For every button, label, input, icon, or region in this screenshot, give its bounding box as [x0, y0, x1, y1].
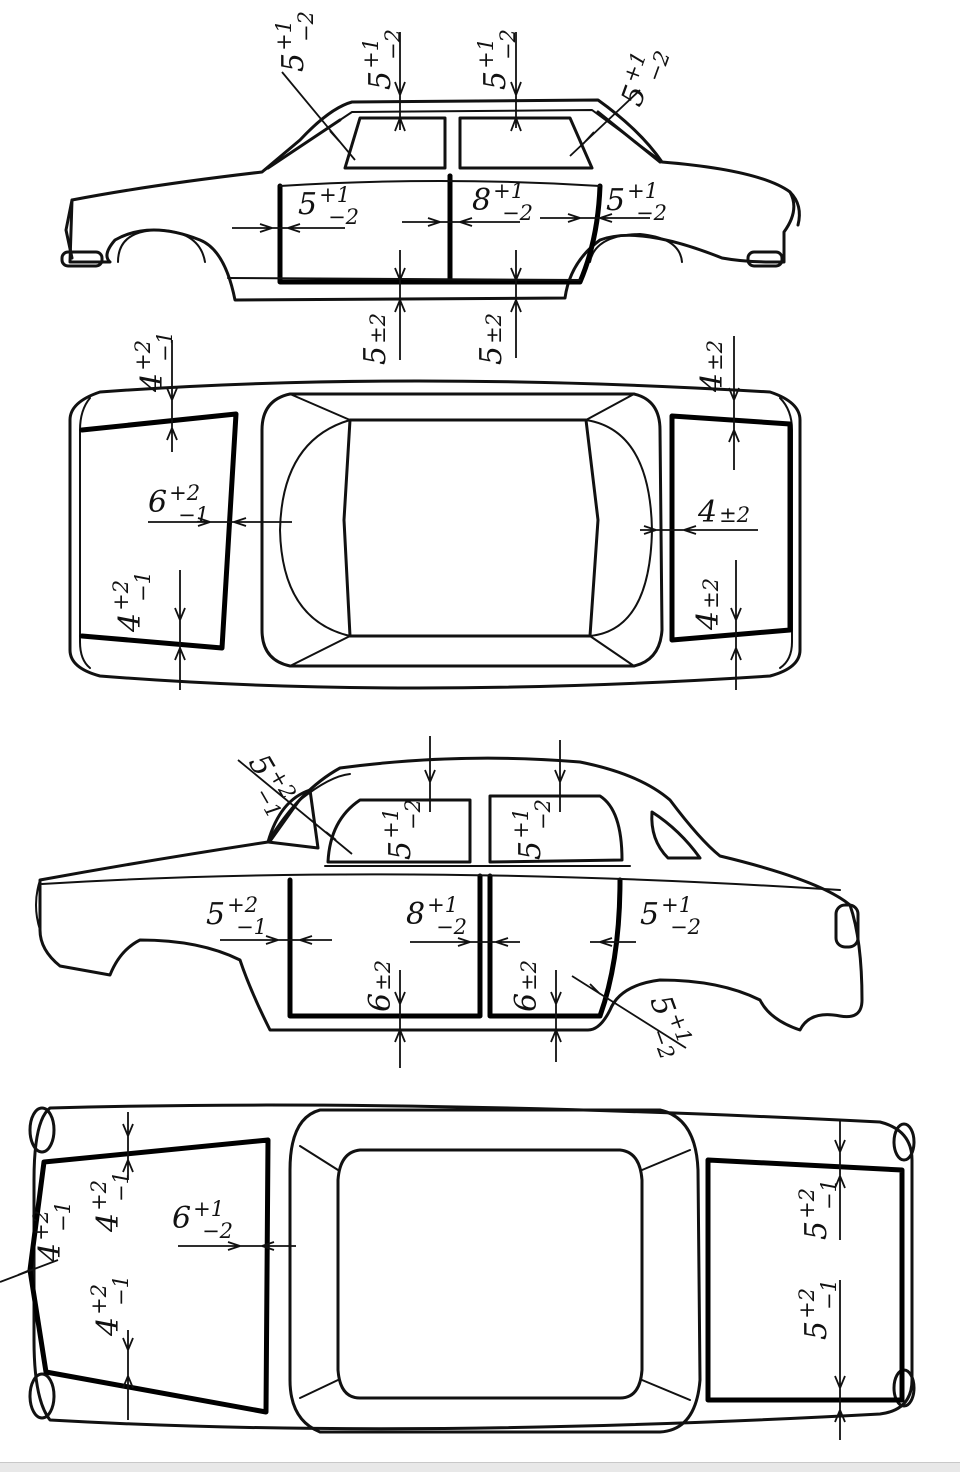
classic-side-front-door-outline	[287, 873, 483, 1019]
sedan-top-callout-1: 4+2−1	[131, 331, 177, 393]
classic-side-callout-8: 6±2	[509, 960, 544, 1012]
classic-side-body-outline	[38, 756, 864, 1032]
sedan-top-body-outline	[68, 379, 802, 690]
sedan-side-belt-line	[279, 180, 601, 187]
sedan-side-callout-6: 8+1−2	[472, 179, 533, 225]
classic-side-callout-5: 8+1−2	[406, 893, 467, 939]
classic-side-callout-1: 5+2−1	[235, 747, 305, 823]
classic-top-rear-left-light	[892, 1122, 916, 1162]
classic-side-quarter-window	[650, 810, 702, 860]
classic-top-cabin-outline	[288, 1108, 702, 1434]
classic-side-rear-light	[834, 903, 860, 949]
sedan-top-pillars	[289, 393, 635, 667]
classic-side-callout-3: 5+1−2	[509, 799, 555, 860]
classic-top-callout-4: 6+1−2	[172, 1197, 233, 1243]
classic-side-callout-6: 5+1−2	[640, 893, 701, 939]
sedan-side-rear-wheel-arch	[589, 233, 683, 263]
classic-top-pillars	[299, 1145, 691, 1401]
sedan-side-callout-1: 5+1−2	[272, 11, 318, 72]
classic-top-roof-panel	[336, 1148, 644, 1400]
sedan-side-callout-5: 5+1−2	[298, 183, 359, 229]
classic-top-callout-2: 4+2−1	[87, 1171, 133, 1233]
sedan-top-rear-glass	[585, 419, 653, 637]
classic-side-windshield-edge	[269, 773, 351, 843]
sedan-top-callouts: 4+2−1 6+2−1 4+2−1 4±2 4±2 4±2	[109, 331, 750, 633]
sedan-top-callout-6: 4±2	[691, 578, 726, 631]
classic-side-callout-7: 6±2	[363, 960, 398, 1012]
sedan-side-a-pillar	[266, 118, 342, 170]
sedan-side-callout-8: 5±2	[358, 313, 393, 365]
sedan-side-front-window	[343, 116, 447, 170]
sedan-top-callout-3: 4+2−1	[109, 571, 155, 633]
classic-top-callouts: 4+2−1 4+2−1 4+2−1 6+1−2 5+2−1 5+2−1	[29, 1171, 841, 1340]
sedan-top-hood-outline	[79, 411, 239, 651]
sedan-top-callout-4: 4±2	[695, 340, 730, 393]
sedan-side-callout-7: 5+1−2	[606, 179, 667, 225]
classic-side-callout-9: 5+1−2	[636, 989, 700, 1062]
sedan-top-trunk-outline	[669, 413, 793, 643]
sedan-side-callouts: 5+1−2 5+1−2 5+1−2 5+1−2 5+1−2 8+1−2 5+1−…	[272, 11, 675, 365]
sedan-side-front-wheel-arch	[117, 229, 206, 263]
classic-top-callout-3: 4+2−1	[87, 1275, 133, 1337]
sedan-side-c-pillar	[596, 110, 662, 164]
sedan-side-front-light	[60, 250, 104, 268]
sedan-side-front-bumper	[64, 198, 74, 260]
classic-side-callout-2: 5+1−2	[379, 799, 425, 860]
classic-side-view: 5+2−1 5+1−2 5+1−2 5+2−1 8+1−2 5+1−2 6±2 …	[35, 736, 864, 1068]
sedan-side-callout-3: 5+1−2	[474, 29, 520, 90]
sedan-side-view: 5+1−2 5+1−2 5+1−2 5+1−2 5+1−2 8+1−2 5+1−…	[60, 11, 801, 365]
sedan-top-arrows	[148, 336, 758, 690]
classic-side-rear-window	[488, 794, 624, 864]
classic-top-callout-6: 5+2−1	[795, 1279, 841, 1340]
classic-top-front-left-light	[28, 1106, 56, 1154]
classic-side-callout-4: 5+2−1	[206, 893, 267, 939]
classic-top-hood-outline	[27, 1137, 271, 1415]
classic-top-callout-1: 4+2−1	[29, 1201, 75, 1263]
classic-top-body-outline	[32, 1103, 914, 1431]
classic-top-view: 4+2−1 4+2−1 4+2−1 6+1−2 5+2−1 5+2−1	[0, 1103, 916, 1440]
sedan-top-windshield	[279, 419, 351, 637]
sedan-side-rear-edge	[788, 190, 801, 227]
sedan-top-view: 4+2−1 6+2−1 4+2−1 4±2 4±2 4±2	[68, 331, 802, 690]
sedan-side-callout-2: 5+1−2	[359, 29, 405, 90]
sedan-top-callout-5: 4±2	[697, 495, 750, 530]
window-bottom-edge	[0, 1462, 960, 1472]
sedan-side-rear-door-outline	[447, 173, 603, 285]
sedan-side-callout-9: 5±2	[474, 313, 509, 365]
sedan-side-rear-window	[458, 116, 594, 170]
classic-top-arrows	[0, 1112, 846, 1440]
classic-top-callout-5: 5+2−1	[795, 1179, 841, 1240]
classic-side-rear-door-outline	[487, 873, 623, 1019]
classic-side-front-bumper	[35, 879, 41, 931]
sedan-top-callout-2: 6+2−1	[148, 481, 209, 527]
sedan-top-roof-panel	[342, 418, 600, 638]
sedan-top-front-bumper	[79, 397, 91, 669]
sedan-side-arrows	[232, 32, 650, 360]
classic-side-belt-line	[41, 873, 841, 891]
classic-top-trunk-outline	[705, 1157, 905, 1403]
sedan-side-rear-light	[746, 250, 784, 268]
sedan-side-sill-line	[227, 277, 581, 281]
classic-top-front-right-light	[28, 1372, 56, 1420]
classic-side-arrows	[220, 736, 687, 1068]
sedan-side-body-outline	[68, 98, 796, 302]
sedan-side-callout-4: 5+1−2	[611, 40, 675, 113]
